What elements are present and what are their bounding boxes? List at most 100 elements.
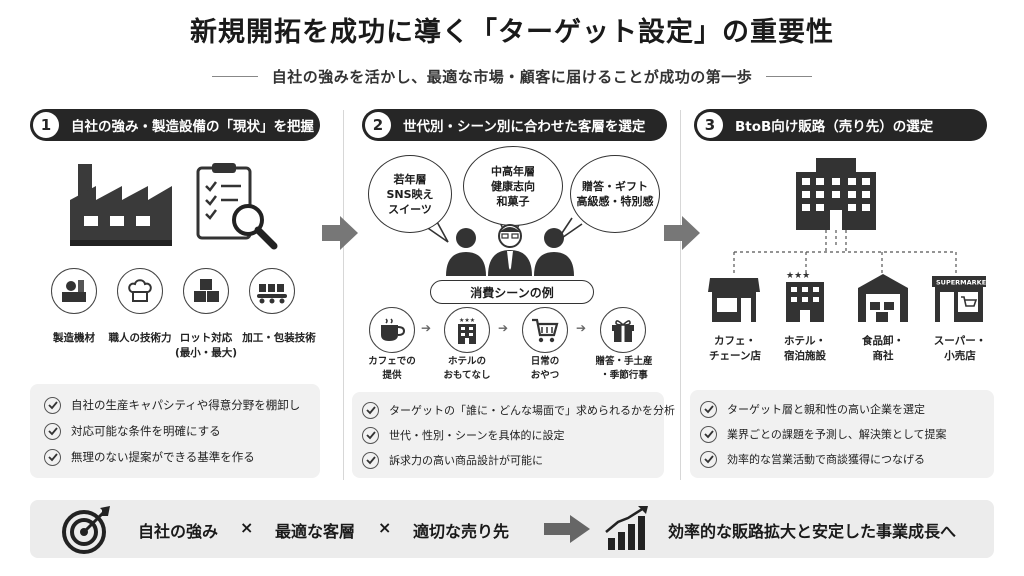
chevron-right-icon: ➔ <box>421 321 432 335</box>
arrow-right-icon <box>544 515 590 543</box>
subtitle-row: 自社の強みを活かし、最適な市場・顧客に届けることが成功の第一歩 <box>0 64 1024 88</box>
scene-label-line: 贈答・手土産 <box>595 356 653 367</box>
channel-label-line: 商社 <box>872 350 894 362</box>
cafe-shop-icon <box>708 278 760 322</box>
channel-label-3: 食品卸・ 商社 <box>844 334 922 364</box>
bubble-text: 若年層 <box>393 172 427 186</box>
factory-icon <box>70 164 172 246</box>
boxes-icon <box>194 279 219 302</box>
strength-label-1: 製造機材 <box>53 332 95 344</box>
strength-label-3: ロット対応 <box>179 332 233 344</box>
times-symbol: × <box>240 518 254 537</box>
check-icon <box>362 426 379 444</box>
section-1-heading: 自社の強み・製造設備の「現状」を把握 <box>71 119 314 135</box>
subtitle: 自社の強みを活かし、最適な市場・顧客に届けることが成功の第一歩 <box>271 67 753 86</box>
scene-label-1: カフェでの 提供 <box>356 355 428 383</box>
section-1-check-2: 対応可能な条件を明確にする <box>44 421 221 441</box>
bubble-text: 健康志向 <box>491 179 535 193</box>
section-1-number: 1 <box>33 112 59 138</box>
summary-item-1: 自社の強み <box>138 522 219 541</box>
conveyor-circle <box>249 268 295 314</box>
section-3-check-1: ターゲット層と親和性の高い企業を選定 <box>700 399 925 419</box>
scene-label-2: ホテルの おもてなし <box>431 355 503 383</box>
channel-label-1: カフェ・ チェーン店 <box>696 334 774 364</box>
chef-hat-icon <box>128 279 152 302</box>
section-1-check-3: 無理のない提案ができる基準を作る <box>44 447 255 467</box>
section-3-check-3: 効率的な営業活動で商談獲得につなげる <box>700 449 925 469</box>
hotel-circle: ★★★ <box>444 307 490 353</box>
check-text: 訴求力の高い商品設計が可能に <box>389 454 543 467</box>
channel-label-line: 小売店 <box>944 350 976 362</box>
section-3-checklist <box>690 390 994 478</box>
section-1-check-1: 自社の生産キャパシティや得意分野を棚卸し <box>44 395 300 415</box>
channel-label-line: スーパー・ <box>933 335 987 347</box>
section-3-heading: BtoB向け販路（売り先）の選定 <box>735 119 934 135</box>
scene-label-line: ホテルの <box>447 356 486 367</box>
subtitle-left-line <box>211 75 258 77</box>
boxes-circle <box>183 268 229 314</box>
gift-icon <box>612 320 634 342</box>
check-icon <box>700 400 717 418</box>
scene-title: 消費シーンの例 <box>430 280 594 304</box>
channel-label-line: 食品卸・ <box>862 335 904 347</box>
svg-text:★★★: ★★★ <box>786 271 810 281</box>
bubble-text: スイーツ <box>388 202 432 216</box>
warehouse-icon <box>858 274 908 322</box>
arrow-right-icon <box>322 216 358 250</box>
arrow-right-icon <box>664 216 700 250</box>
people-icon <box>446 224 574 276</box>
channel-label-4: スーパー・ 小売店 <box>920 334 1000 364</box>
summary-bar <box>30 500 994 558</box>
summary-item-3: 適切な売り先 <box>413 522 510 541</box>
scene-label-4: 贈答・手土産 ・季節行事 <box>584 355 664 383</box>
section-2-check-1: ターゲットの「誰に・どんな場面で」求められるかを分析 <box>362 400 675 420</box>
section-2-checklist <box>352 392 664 478</box>
check-text: ターゲットの「誰に・どんな場面で」求められるかを分析 <box>389 404 675 417</box>
bubble-text: 中高年層 <box>491 164 535 178</box>
strength-label-3-sub: (最小・最大) <box>174 347 238 359</box>
scene-label-line: 日常の <box>530 356 560 367</box>
gift-circle <box>600 307 646 353</box>
bubble-text: 高級感・特別感 <box>576 195 654 208</box>
hotel-building-icon: ★★★ <box>786 271 824 322</box>
bubble-gift: 贈答・ギフト 高級感・特別感 <box>570 155 660 233</box>
channel-label-2: ホテル・ 宿泊施設 <box>766 334 844 364</box>
check-icon <box>700 450 717 468</box>
check-icon <box>362 451 379 469</box>
check-text: 業界ごとの課題を予測し、解決策として提案 <box>727 428 947 441</box>
section-2-check-3: 訴求力の高い商品設計が可能に <box>362 450 543 470</box>
supermarket-icon: SUPERMARKET <box>932 276 986 322</box>
check-text: 対応可能な条件を明確にする <box>71 424 221 438</box>
section-2-header: 2 世代別・シーン別に合わせた客層を選定 <box>362 109 667 141</box>
connector-lines <box>733 230 957 274</box>
channel-label-line: カフェ・ <box>714 335 756 347</box>
channel-label-line: 宿泊施設 <box>784 350 826 362</box>
chevron-right-icon: ➔ <box>576 321 587 335</box>
scene-label-3: 日常の おやつ <box>509 355 581 383</box>
coffee-icon <box>381 318 406 341</box>
strength-label-4: 加工・包装技術 <box>242 332 316 344</box>
channel-label-line: ホテル・ <box>784 335 826 347</box>
separator-1 <box>343 110 344 480</box>
subtitle-right-line <box>766 75 813 77</box>
page-title: 新規開拓を成功に導く「ターゲット設定」の重要性 <box>190 17 834 48</box>
times-symbol: × <box>378 518 392 537</box>
check-text: 無理のない提案ができる基準を作る <box>71 450 255 464</box>
check-text: 自社の生産キャパシティや得意分野を棚卸し <box>71 398 301 412</box>
check-text: 効率的な営業活動で商談獲得につなげる <box>727 453 925 466</box>
section-2-heading: 世代別・シーン別に合わせた客層を選定 <box>403 119 646 135</box>
section-2-number: 2 <box>365 112 391 138</box>
section-1-header: 1 自社の強み・製造設備の「現状」を把握 <box>30 109 320 141</box>
check-icon <box>44 396 61 414</box>
bubble-text: SNS映え <box>386 187 434 201</box>
summary-result: 効率的な販路拡大と安定した事業成長へ <box>668 522 957 541</box>
check-icon <box>362 401 379 419</box>
chevron-right-icon: ➔ <box>498 321 509 335</box>
scene-label-line: 提供 <box>382 370 402 381</box>
scene-label-line: おもてなし <box>443 370 491 381</box>
scene-label-line: カフェでの <box>368 356 416 367</box>
check-icon <box>44 422 61 440</box>
office-building-icon <box>796 158 876 230</box>
svg-text:★★★: ★★★ <box>459 317 475 324</box>
channel-label-line: チェーン店 <box>709 350 761 362</box>
